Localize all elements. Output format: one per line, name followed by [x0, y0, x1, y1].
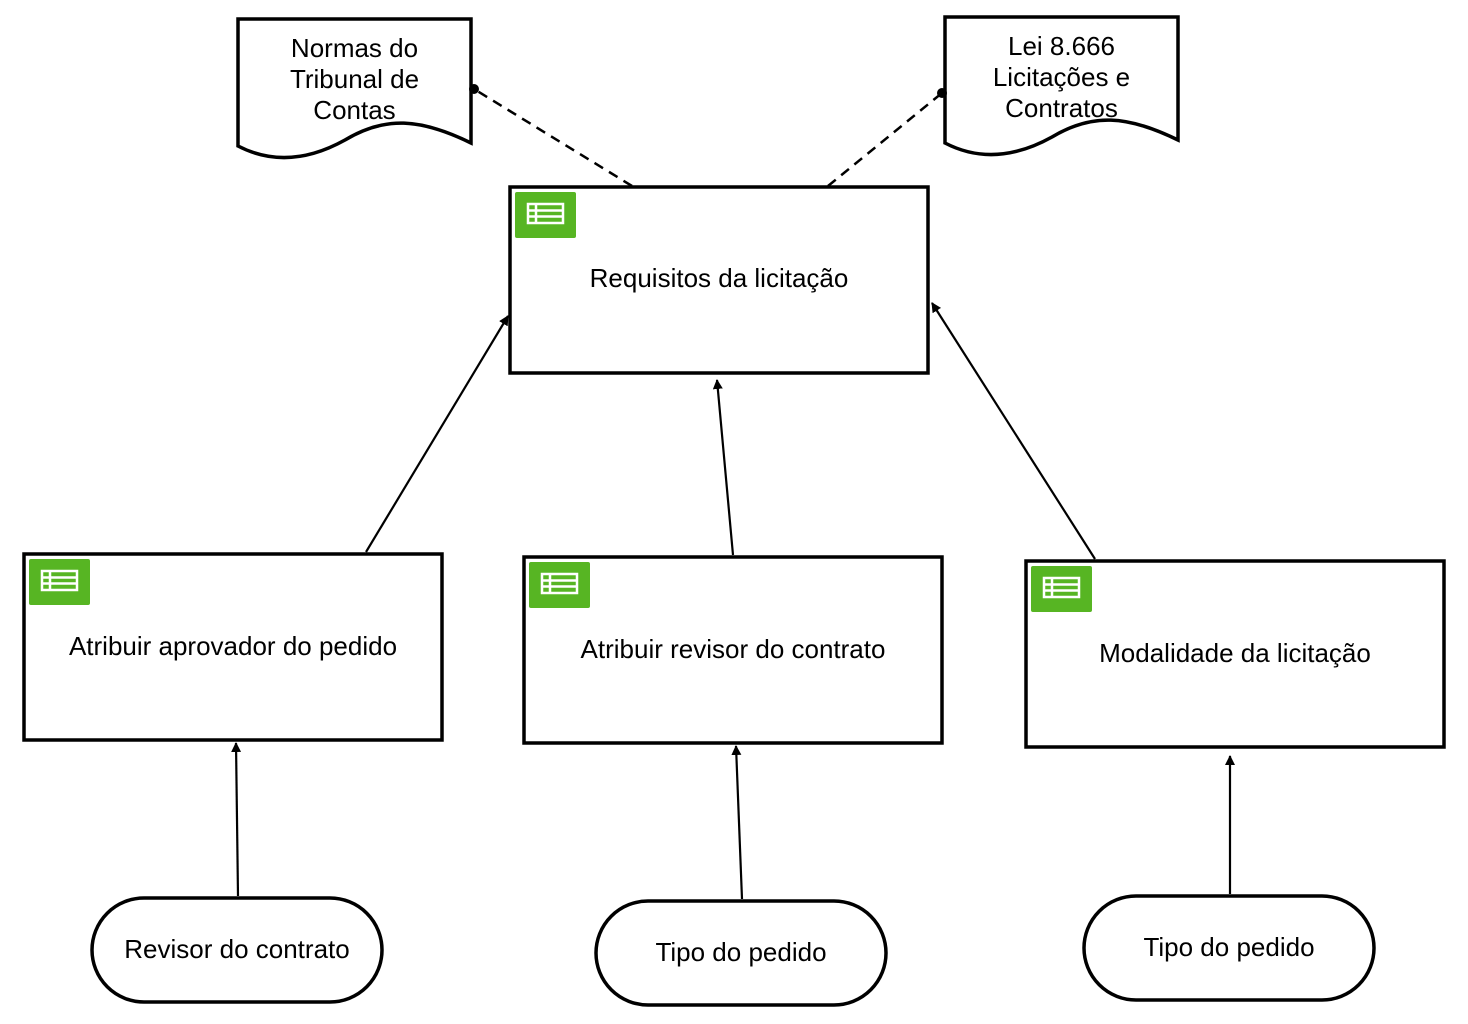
- knowledge-source-lei-label: Lei 8.666 Licitações e Contratos: [992, 30, 1131, 123]
- input-data-revisor-shape[interactable]: [90, 896, 384, 1004]
- input-data-tipo-pedido-2-label: Tipo do pedido: [1143, 931, 1315, 962]
- requirement-arrow-revisor-to-requisitos[interactable]: [712, 379, 735, 556]
- decision-table-icon: [515, 192, 576, 238]
- requirement-arrow-aprovador-to-requisitos[interactable]: [365, 315, 509, 553]
- input-data-tipo-pedido-1-shape[interactable]: [594, 899, 888, 1007]
- requirement-arrow-revisor-input-to-aprovador[interactable]: [231, 742, 242, 897]
- knowledge-source-lei-shape[interactable]: [943, 15, 1180, 157]
- knowledge-source-normas-shape[interactable]: [236, 17, 473, 160]
- authority-connector-normas[interactable]: [473, 87, 633, 188]
- decision-atribuir-aprovador-label: Atribuir aprovador do pedido: [68, 630, 398, 661]
- authority-connector-normas-end-dot: [469, 84, 479, 94]
- authority-connector-lei[interactable]: [827, 92, 943, 187]
- knowledge-source-normas-label: Normas do Tribunal de Contas: [289, 32, 420, 125]
- input-data-tipo-pedido-1-label: Tipo do pedido: [655, 936, 827, 967]
- decision-atribuir-revisor-label: Atribuir revisor do contrato: [580, 633, 886, 664]
- decision-requisitos-box[interactable]: [508, 185, 930, 375]
- decision-table-icon: [29, 559, 90, 605]
- decision-modalidade-label: Modalidade da licitação: [1099, 637, 1371, 668]
- input-data-revisor-label: Revisor do contrato: [124, 933, 350, 964]
- decision-table-icon: [529, 562, 590, 608]
- input-data-tipo-pedido-2-shape[interactable]: [1082, 894, 1376, 1002]
- decision-modalidade-box[interactable]: [1024, 559, 1446, 749]
- decision-requisitos-label: Requisitos da licitação: [589, 262, 849, 293]
- decision-atribuir-aprovador-box[interactable]: [22, 552, 444, 742]
- requirement-arrow-tipo-1-to-revisor[interactable]: [731, 745, 744, 900]
- authority-connector-lei-end-dot: [937, 88, 947, 98]
- requirement-arrow-modalidade-to-requisitos[interactable]: [931, 302, 1096, 560]
- decision-table-icon: [1031, 566, 1092, 612]
- decision-atribuir-revisor-box[interactable]: [522, 555, 944, 745]
